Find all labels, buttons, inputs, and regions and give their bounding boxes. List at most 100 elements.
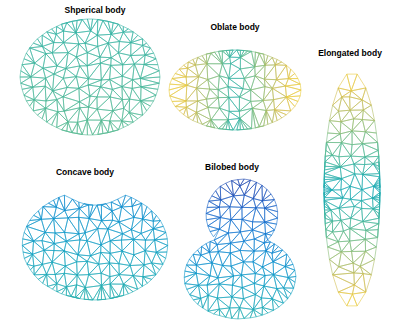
- mesh-triangle: [352, 285, 365, 294]
- mesh-triangle: [262, 307, 273, 313]
- mesh-triangle: [66, 287, 71, 297]
- mesh-triangle: [100, 58, 111, 66]
- mesh-triangle: [366, 224, 379, 231]
- mesh-triangle: [255, 65, 265, 79]
- mesh-triangle: [89, 205, 101, 221]
- mesh-triangle: [201, 252, 212, 263]
- mesh-triangle: [142, 277, 147, 287]
- mesh-triangle: [85, 285, 101, 299]
- mesh-triangle: [365, 132, 377, 143]
- mesh-triangle: [97, 204, 106, 205]
- mesh-triangle: [76, 20, 91, 33]
- mesh-triangle: [366, 230, 378, 238]
- mesh-triangle: [340, 156, 354, 167]
- mesh-triangle: [326, 232, 338, 242]
- mesh-triangle: [338, 110, 350, 122]
- mesh-triangle: [184, 271, 196, 277]
- mesh-triangle: [275, 110, 291, 115]
- mesh-triangle: [208, 107, 220, 119]
- mesh-triangle: [122, 87, 132, 99]
- mesh-triangle: [285, 86, 301, 97]
- mesh-triangle: [186, 101, 197, 112]
- mesh-triangle: [140, 71, 160, 79]
- mesh-triangle: [118, 195, 126, 207]
- mesh-triangle: [324, 190, 325, 210]
- mesh-triangle: [123, 284, 137, 292]
- mesh-triangle: [343, 229, 349, 241]
- mesh-triangle: [242, 219, 252, 230]
- mesh-triangle: [222, 253, 231, 266]
- mesh-triangle: [325, 142, 326, 156]
- mesh-triangle: [54, 233, 66, 244]
- mesh-triangle: [22, 63, 35, 77]
- mesh-triangle: [363, 222, 379, 231]
- mesh-triangle: [329, 121, 340, 134]
- mesh-triangle: [55, 232, 66, 241]
- mesh-triangle: [34, 264, 46, 275]
- mesh-triangle: [42, 232, 54, 243]
- mesh-triangle: [141, 83, 159, 89]
- mesh-triangle: [130, 255, 144, 266]
- mesh-triangle: [341, 119, 354, 131]
- mesh-triangle: [64, 108, 80, 122]
- mesh-triangle: [217, 243, 230, 252]
- mesh-triangle: [362, 201, 374, 209]
- mesh-triangle: [122, 195, 131, 207]
- mesh-triangle: [324, 210, 326, 224]
- mesh-triangle: [253, 208, 265, 222]
- mesh-triangle: [326, 238, 338, 247]
- mesh-triangle: [365, 121, 376, 133]
- mesh-triangle: [133, 78, 141, 86]
- mesh-triangle: [85, 31, 97, 43]
- mesh-triangle: [141, 101, 154, 106]
- mesh-triangle: [101, 205, 112, 221]
- mesh-triangle: [218, 128, 225, 130]
- mesh-triangle: [27, 226, 45, 241]
- bilobed-mesh: [184, 179, 296, 319]
- mesh-triangle: [365, 238, 377, 247]
- mesh-triangle: [193, 112, 198, 122]
- mesh-triangle: [76, 285, 86, 298]
- mesh-triangle: [30, 43, 43, 48]
- mesh-triangle: [217, 284, 231, 298]
- mesh-triangle: [143, 211, 154, 221]
- mesh-triangle: [360, 259, 374, 274]
- mesh-triangle: [198, 56, 207, 64]
- mesh-triangle: [231, 219, 242, 232]
- mesh-triangle: [93, 120, 102, 135]
- mesh-triangle: [21, 77, 33, 87]
- mesh-triangle: [141, 229, 153, 240]
- mesh-triangle: [134, 55, 145, 65]
- mesh-triangle: [239, 90, 250, 101]
- mesh-triangle: [262, 189, 271, 201]
- mesh-triangle: [101, 285, 105, 299]
- mesh-triangle: [169, 85, 187, 96]
- mesh-triangle: [218, 252, 230, 266]
- mesh-triangle: [131, 39, 143, 46]
- mesh-triangle: [46, 53, 57, 66]
- mesh-triangle: [31, 77, 46, 87]
- mesh-triangle: [326, 133, 340, 142]
- mesh-triangle: [328, 121, 341, 134]
- mesh-triangle: [255, 52, 263, 54]
- concave-mesh: [22, 195, 167, 300]
- mesh-triangle: [262, 185, 267, 200]
- mesh-triangle: [67, 285, 77, 297]
- mesh-triangle: [122, 239, 134, 254]
- mesh-triangle: [274, 275, 289, 288]
- mesh-triangle: [110, 240, 122, 251]
- mesh-triangle: [190, 295, 201, 300]
- mesh-triangle: [352, 239, 366, 251]
- mesh-triangle: [253, 309, 262, 316]
- mesh-triangle: [342, 97, 350, 110]
- mesh-triangle: [325, 179, 342, 190]
- mesh-triangle: [134, 239, 146, 250]
- mesh-triangle: [82, 19, 90, 31]
- mesh-triangle: [47, 112, 58, 125]
- mesh-triangle: [286, 97, 298, 107]
- mesh-triangle: [198, 285, 208, 298]
- mesh-triangle: [237, 50, 241, 57]
- mesh-triangle: [101, 229, 110, 245]
- mesh-triangle: [208, 295, 217, 311]
- mesh-triangle: [242, 195, 253, 207]
